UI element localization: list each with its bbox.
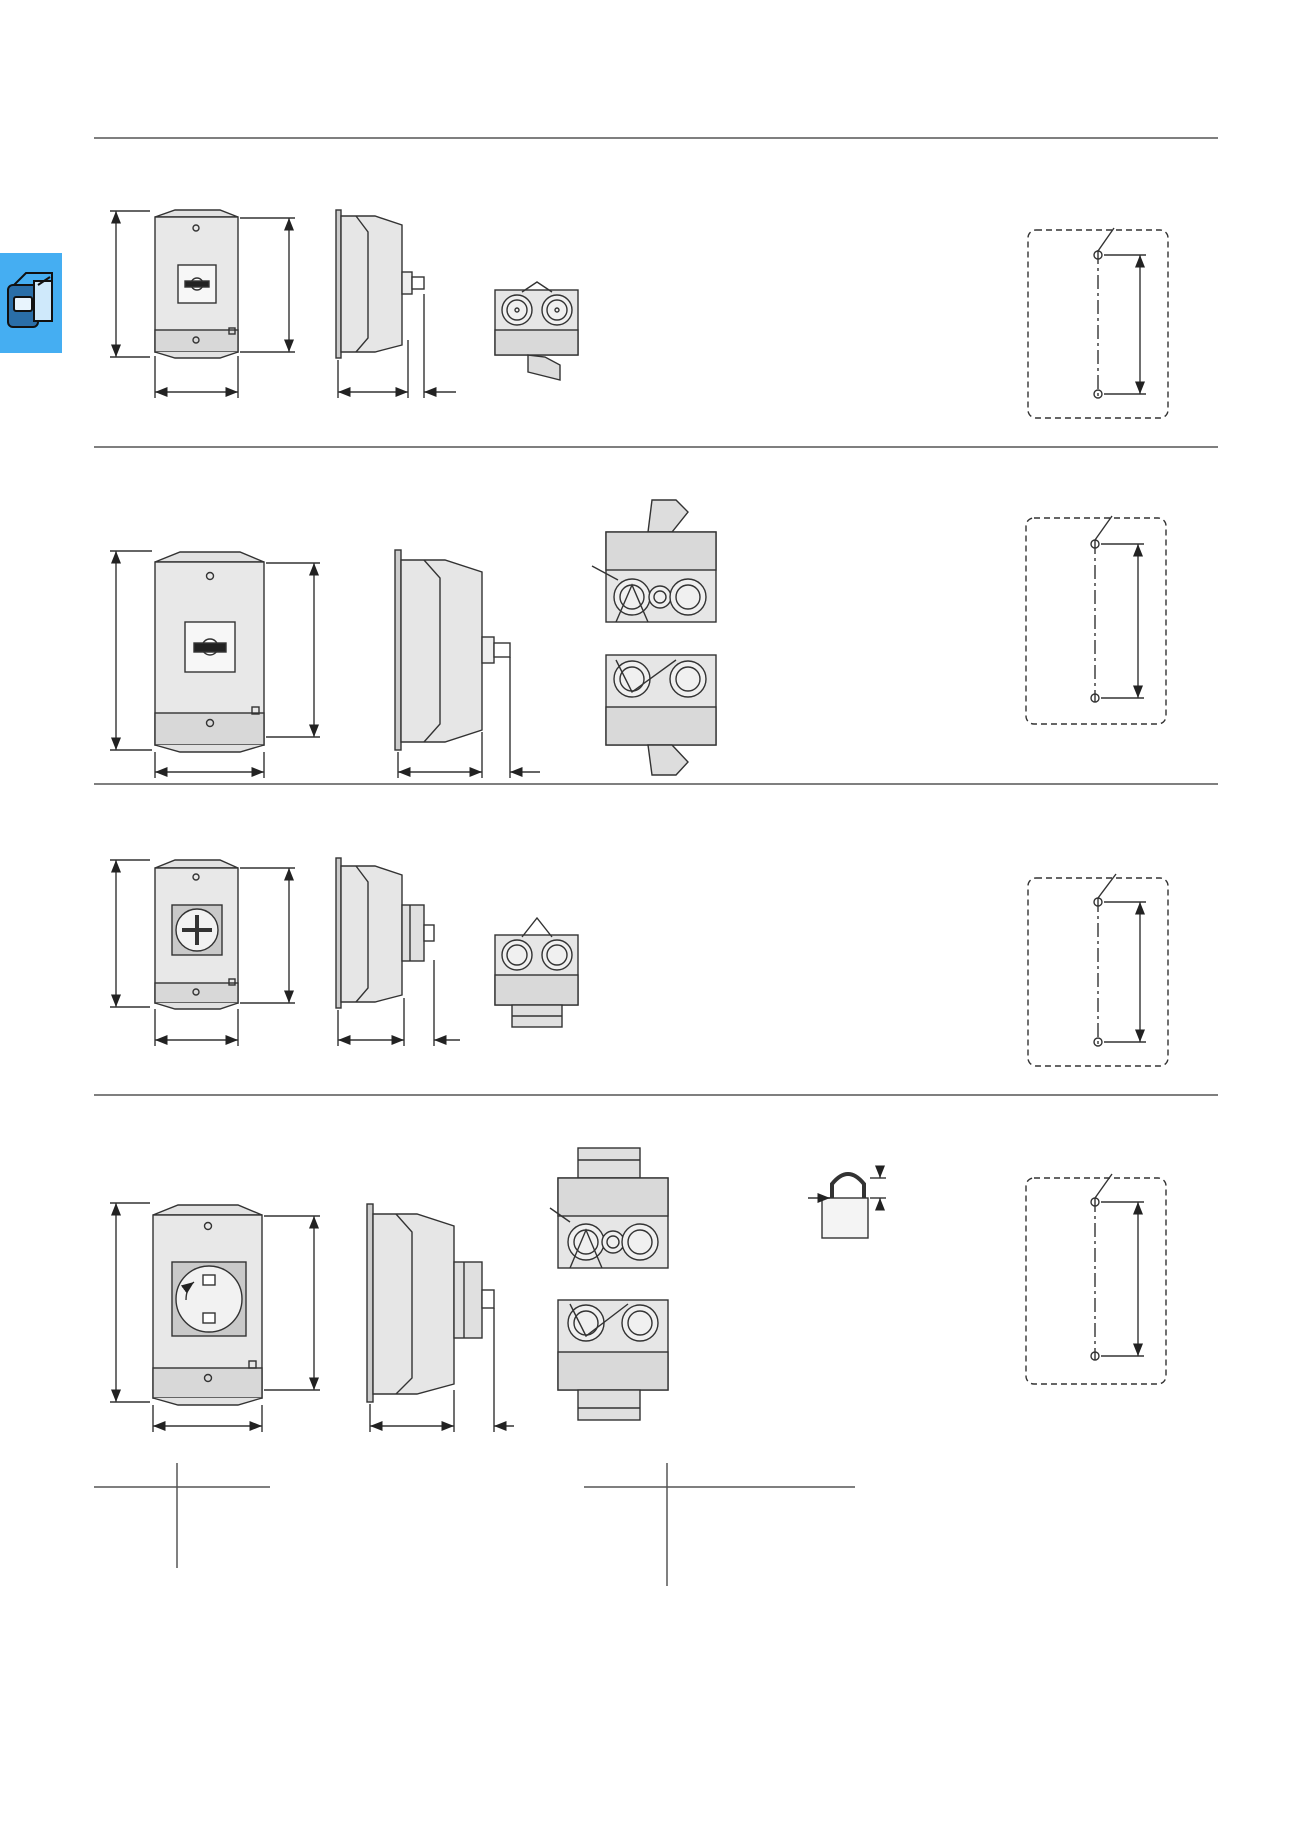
switch-disconnector-icon bbox=[7, 272, 53, 328]
mounting-template bbox=[1027, 227, 1169, 419]
row-4-large-emergency-housing bbox=[110, 1147, 1167, 1432]
padlock-icon bbox=[808, 1165, 886, 1239]
side-tab bbox=[0, 253, 62, 353]
row-separators bbox=[94, 137, 1218, 1096]
side-view bbox=[394, 549, 540, 778]
legend-table-left bbox=[94, 1463, 270, 1568]
side-view bbox=[335, 209, 456, 398]
side-view bbox=[366, 1203, 514, 1432]
front-view bbox=[110, 859, 295, 1046]
mounting-template bbox=[1025, 515, 1167, 725]
front-view bbox=[110, 1202, 320, 1432]
bottom-view bbox=[591, 499, 717, 776]
front-view bbox=[110, 550, 320, 778]
legend-table-right bbox=[584, 1463, 855, 1586]
row-1-small-housing bbox=[110, 209, 1169, 419]
row-3-small-emergency-housing bbox=[110, 857, 1169, 1067]
row-2-large-housing bbox=[110, 499, 1167, 778]
mounting-template bbox=[1027, 873, 1169, 1067]
front-view bbox=[110, 209, 295, 398]
mounting-template bbox=[1025, 1173, 1167, 1385]
side-view bbox=[335, 857, 460, 1046]
bottom-view bbox=[549, 1147, 669, 1421]
bottom-view bbox=[494, 916, 579, 1028]
bottom-view bbox=[494, 281, 579, 381]
